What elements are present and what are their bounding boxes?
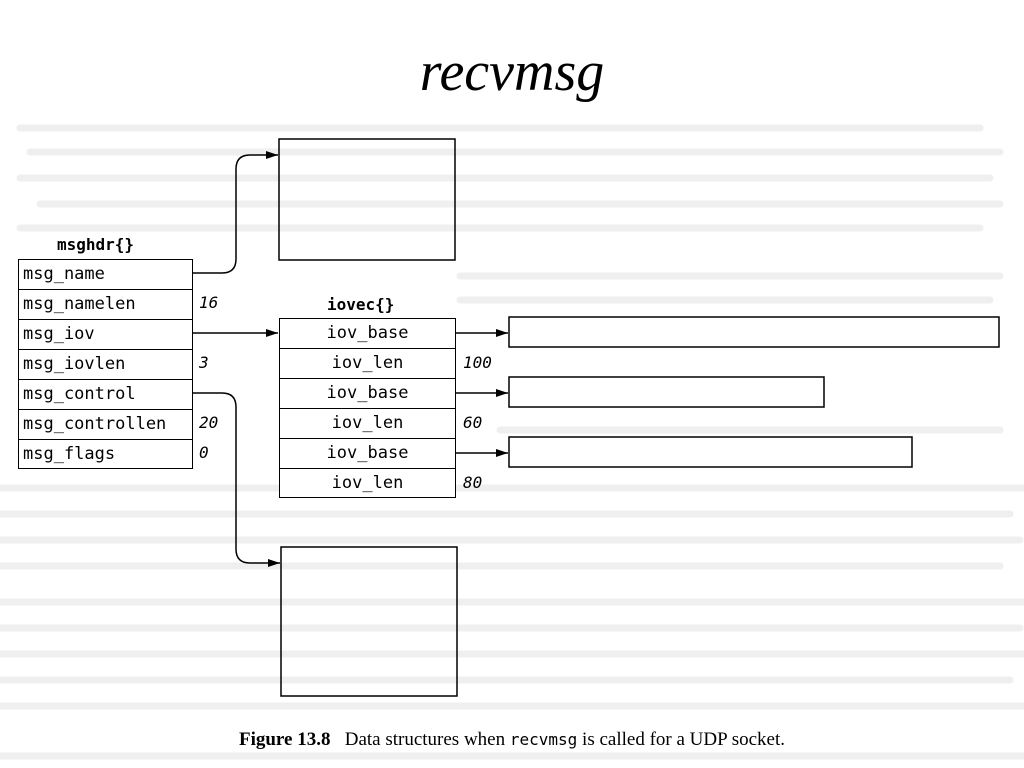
msghdr-field: msg_iovlen [19,350,192,380]
figure-caption: Figure 13.8 Data structures when recvmsg… [0,729,1024,751]
data-buffer-1 [508,316,1000,348]
msg-control-arrow [187,392,280,567]
name-buffer [278,138,456,261]
iovec-field: iov_base [280,319,455,349]
iov-len-value-2: 60 [463,413,483,432]
iovec-field: iov_base [280,379,455,409]
data-buffer-3 [508,436,913,468]
msg-namelen-value: 16 [199,293,219,312]
iovec-field: iov_base [280,439,455,469]
control-buffer [280,546,458,697]
caption-code: recvmsg [509,730,578,749]
msghdr-label: msghdr{} [57,235,135,254]
msghdr-field: msg_iov [19,320,192,350]
msghdr-field: msg_control [19,380,192,410]
slide-title: recvmsg [419,41,605,103]
iov-len-value-3: 80 [463,473,483,492]
msg-flags-value: 0 [199,443,209,462]
caption-text-before: Data structures when [344,729,506,750]
iovec-field: iov_len [331,473,404,493]
iovec-struct: iov_base iov_len iov_base iov_len iov_ba… [279,318,456,498]
iovec-label: iovec{} [327,295,395,314]
figure-number: Figure 13.8 [238,729,331,750]
iovec-field: iov_len [280,409,455,439]
msg-iovlen-value: 3 [199,353,209,372]
data-buffer-2 [508,376,825,408]
msg-controllen-value: 20 [199,413,219,432]
caption-text-after: is called for a UDP socket. [582,729,786,750]
msg-name-arrow [187,151,278,274]
msghdr-field: msg_flags [23,444,116,464]
msghdr-field: msg_namelen [19,290,192,320]
iovec-field: iov_len [280,349,455,379]
msghdr-field: msg_controllen [19,410,192,440]
iov-len-value-1: 100 [463,353,492,372]
msghdr-struct: msg_name msg_namelen msg_iov msg_iovlen … [18,259,193,469]
msghdr-field: msg_name [19,260,192,290]
